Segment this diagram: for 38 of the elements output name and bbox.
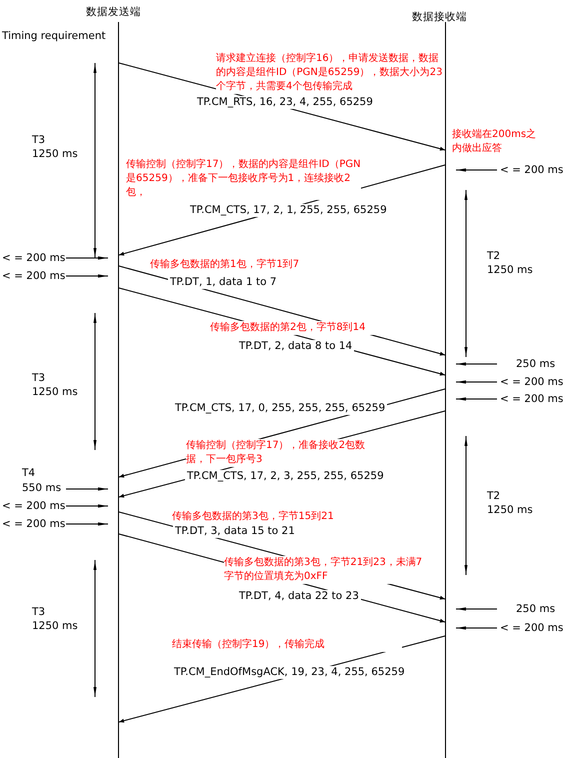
timing-label: T3 (32, 372, 46, 385)
message-label: TP.DT, 3, data 15 to 21 (173, 525, 297, 538)
lifeline-heading: 数据发送端 (86, 5, 141, 19)
annotation-note: 传输控制（控制字17），数据的内容是组件ID（PGN是65259），准备下一包接收序号为1，连续接收2包， (126, 158, 361, 200)
timing-label: < = 200 ms (2, 500, 66, 513)
timing-label: < = 200 ms (2, 270, 66, 283)
timing-label: < = 200 ms (2, 252, 66, 265)
timing-label: 250 ms (516, 358, 556, 371)
message-label: TP.DT, 2, data 8 to 14 (237, 340, 354, 353)
timing-label: < = 200 ms (500, 376, 564, 389)
timing-label: 250 ms (516, 603, 556, 616)
annotation-note: 请求建立连接（控制字16），申请发送数据，数据的内容是组件ID（PGN是65259），数据大小为23个字节，共需要4个包传输完成 (216, 52, 444, 94)
message-label: TP.DT, 1, data 1 to 7 (168, 276, 279, 289)
timing-label: 1250 ms (487, 504, 533, 517)
timing-label: 1250 ms (32, 620, 78, 633)
timing-label: 550 ms (22, 482, 62, 495)
timing-label: T4 (22, 467, 36, 480)
timing-label: 1250 ms (32, 148, 78, 161)
annotation-note: 传输多包数据的第3包，字节21到23，未满7字节的位置填充为0xFF (224, 556, 424, 584)
timing-label: T3 (32, 134, 46, 147)
timing-label: 1250 ms (32, 386, 78, 399)
timing-label: T2 (487, 250, 500, 263)
message-label: TP.CM_CTS, 17, 0, 255, 255, 255, 65259 (173, 402, 388, 415)
timing-label: T2 (487, 490, 500, 503)
timing-label: < = 200 ms (500, 164, 564, 177)
axis-title: Timing requirement (2, 30, 106, 43)
timing-label: T3 (32, 606, 46, 619)
message-label: TP.CM_CTS, 17, 2, 3, 255, 255, 65259 (185, 470, 386, 483)
message-label: TP.CM_RTS, 16, 23, 4, 255, 65259 (195, 96, 375, 109)
message-label: TP.DT, 4, data 22 to 23 (237, 590, 361, 603)
annotation-note: 结束传输（控制字19），传输完成 (172, 638, 402, 652)
lifeline-heading: 数据接收端 (412, 10, 467, 24)
timing-label: < = 200 ms (500, 622, 564, 635)
timing-label: 1250 ms (487, 264, 533, 277)
timing-label: < = 200 ms (2, 518, 66, 531)
message-label: TP.CM_CTS, 17, 2, 1, 255, 255, 65259 (188, 204, 389, 217)
timing-label: < = 200 ms (500, 393, 564, 406)
message-label: TP.CM_EndOfMsgACK, 19, 23, 4, 255, 65259 (172, 666, 407, 679)
